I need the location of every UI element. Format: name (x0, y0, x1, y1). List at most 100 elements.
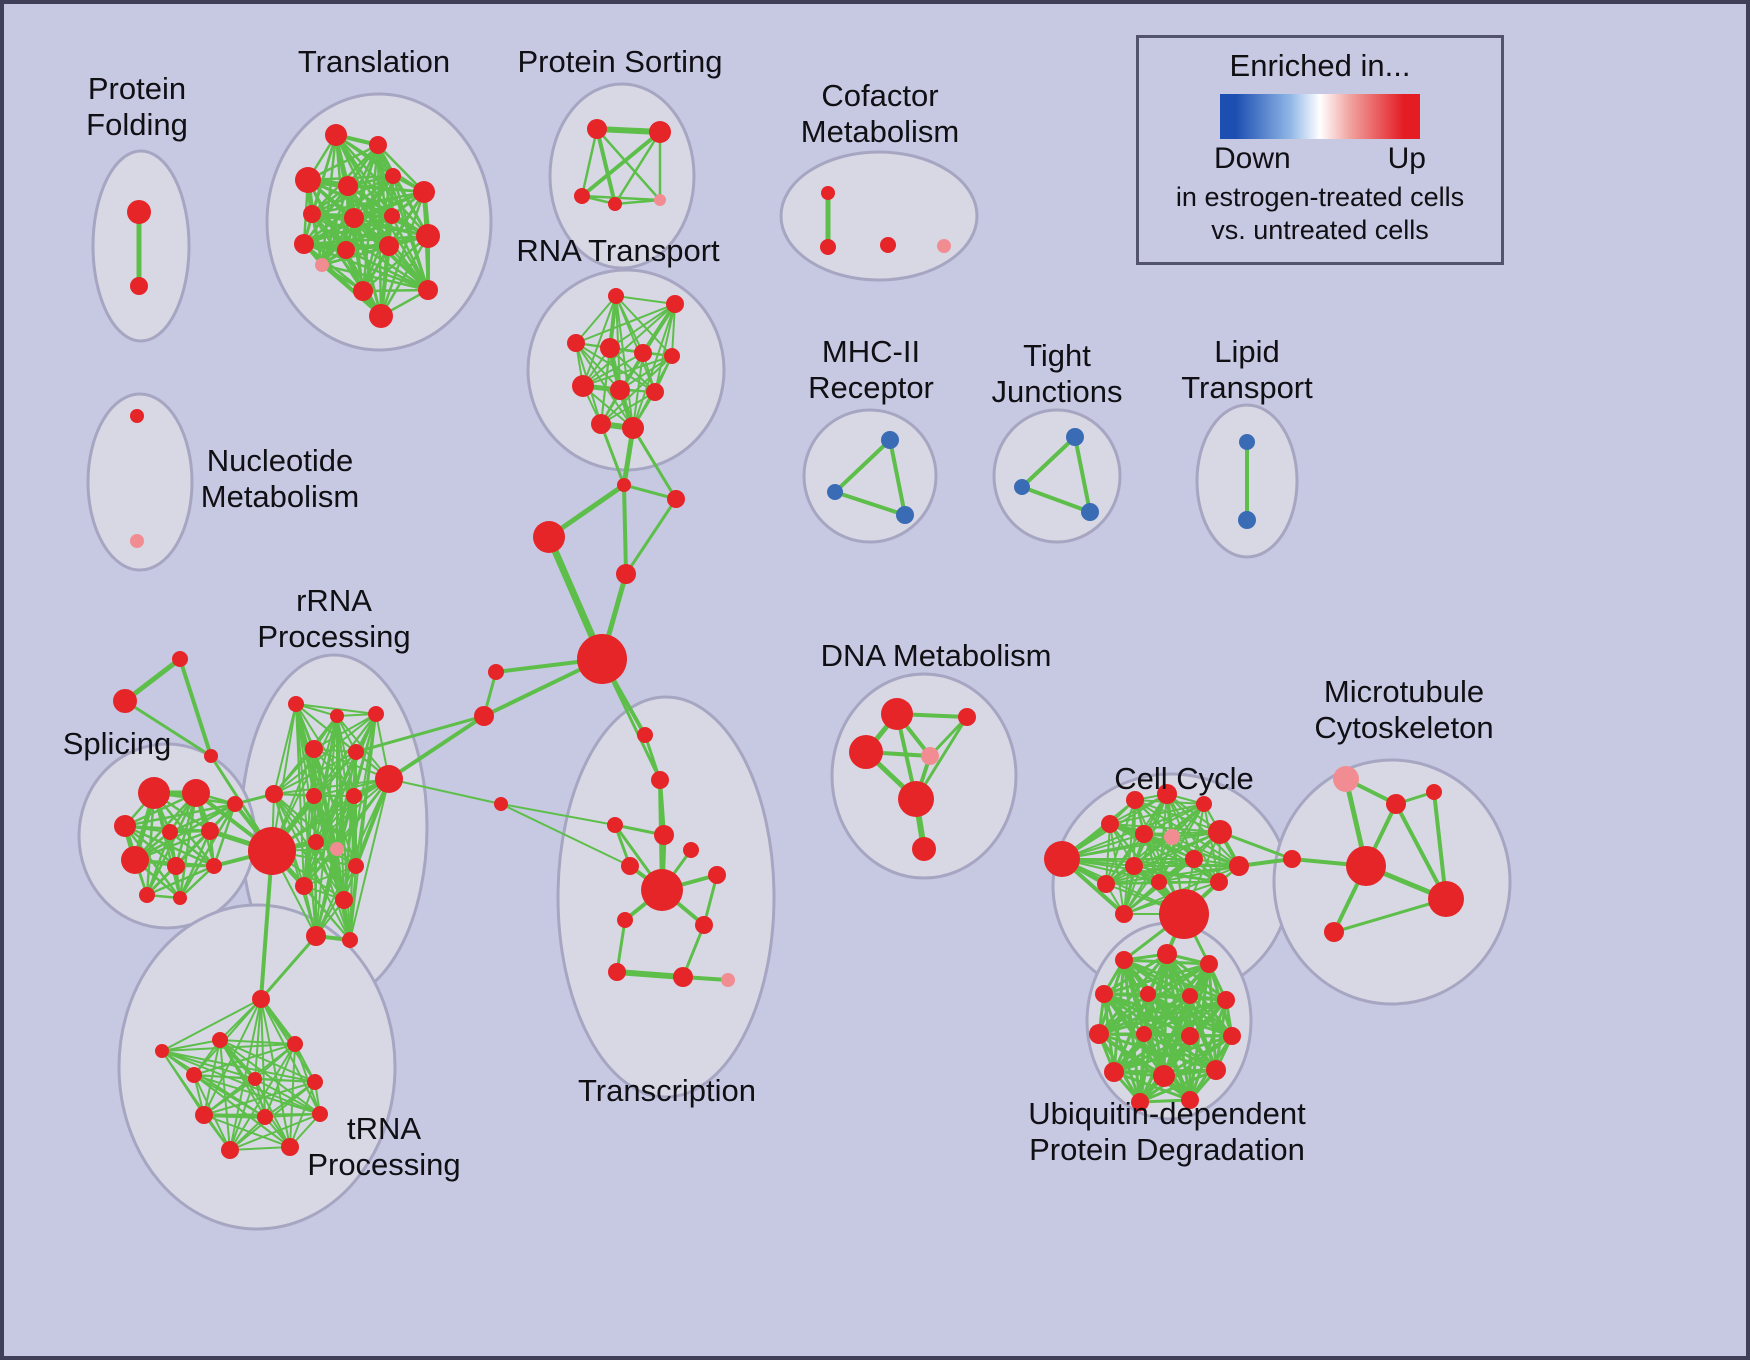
gene-set-node (1229, 856, 1249, 876)
network-edge (1097, 1032, 1192, 1102)
network-edge (582, 303, 676, 387)
gene-set-node (138, 777, 170, 809)
gene-set-node (591, 414, 611, 434)
gene-set-node (617, 912, 633, 928)
gene-set-node (587, 119, 607, 139)
network-edge (613, 130, 662, 206)
network-edge (1133, 858, 1195, 867)
gene-set-node (820, 239, 836, 255)
gene-set-node (206, 858, 222, 874)
gene-set-node (130, 277, 148, 295)
network-edge (219, 1039, 231, 1151)
gene-set-node (1097, 875, 1115, 893)
gene-set-node (330, 709, 344, 723)
network-edge (1112, 1034, 1192, 1074)
gene-set-node (574, 188, 590, 204)
gene-set-node (1104, 1062, 1124, 1082)
network-edge (575, 342, 634, 429)
network-edge (310, 190, 426, 216)
network-edge (161, 1050, 321, 1115)
network-edge (632, 303, 676, 429)
network-edge (379, 190, 426, 318)
cluster-label-protein-sorting: Protein Sorting (517, 44, 722, 79)
gene-set-node (1426, 784, 1442, 800)
gene-set-node (608, 197, 622, 211)
network-edge (302, 234, 430, 246)
gene-set-node (172, 651, 188, 667)
network-edge (302, 214, 394, 246)
gene-set-node (572, 375, 594, 397)
cluster-label-transcription: Transcription (578, 1073, 756, 1108)
network-edge (1143, 833, 1220, 883)
gene-set-node (348, 858, 364, 874)
network-edge (388, 778, 502, 805)
gene-set-node (294, 234, 314, 254)
gene-set-node (616, 564, 636, 584)
network-edge (349, 713, 377, 941)
gene-set-node (182, 779, 210, 807)
gene-set-node (248, 1072, 262, 1086)
network-edge (1112, 1034, 1234, 1074)
gene-set-node (307, 1074, 323, 1090)
gene-set-node (1115, 905, 1133, 923)
network-edge (379, 234, 430, 318)
gene-set-node (649, 121, 671, 143)
network-edge (1073, 435, 1092, 514)
legend-up-label: Up (1387, 142, 1426, 175)
gene-set-node (305, 740, 323, 758)
gene-set-node (1181, 1091, 1199, 1109)
gene-set-node (654, 825, 674, 845)
cluster-label-translation: Translation (298, 44, 450, 79)
gene-set-node (212, 1032, 228, 1048)
network-edge (145, 830, 172, 897)
network-edge (1123, 799, 1136, 915)
network-edge (1158, 865, 1240, 883)
gene-set-node (600, 338, 620, 358)
network-edge (303, 751, 357, 887)
network-edge (1138, 1034, 1234, 1104)
gene-set-node (1125, 857, 1143, 875)
network-edge (1097, 994, 1192, 1036)
network-edge (320, 234, 430, 267)
network-edge (320, 263, 430, 292)
network-edge (273, 793, 317, 937)
gene-set-node (338, 176, 358, 196)
legend-down-label: Down (1214, 142, 1291, 175)
legend-gradient-bar (1220, 94, 1420, 139)
gene-set-node (1153, 1065, 1175, 1087)
gene-set-node (1159, 889, 1209, 939)
gene-set-node (608, 963, 626, 981)
gene-set-node (1386, 794, 1406, 814)
cluster-ellipse-mhc-ii-receptor (802, 408, 938, 544)
network-edge (582, 295, 617, 387)
gene-set-node (608, 288, 624, 304)
cluster-label-dna-metabolism: DNA Metabolism (821, 638, 1052, 673)
network-edge (273, 703, 297, 795)
network-edge (580, 127, 599, 198)
network-edge (631, 426, 678, 501)
gene-set-node (1324, 922, 1344, 942)
gene-set-node (1223, 1027, 1241, 1045)
gene-set-node (257, 1109, 273, 1125)
network-edge (259, 997, 297, 1046)
gene-set-node (1238, 511, 1256, 529)
legend-title: Enriched in... (1229, 48, 1411, 83)
gene-set-node (1185, 850, 1203, 868)
network-edge (315, 795, 355, 843)
gene-set-node (385, 168, 401, 184)
network-edge (161, 1050, 266, 1118)
network-edge (168, 802, 237, 834)
network-edge (387, 714, 486, 781)
network-edge (295, 703, 377, 715)
legend-caption-line1: in estrogen-treated cells (1175, 182, 1465, 212)
network-edge (273, 793, 351, 941)
gene-set-node (295, 877, 313, 895)
network-edge (1332, 897, 1448, 934)
gene-set-node (896, 506, 914, 524)
network-edge (271, 703, 297, 852)
network-edge (218, 1038, 257, 1081)
network-edge (178, 829, 212, 900)
network-edge (161, 1050, 231, 1151)
